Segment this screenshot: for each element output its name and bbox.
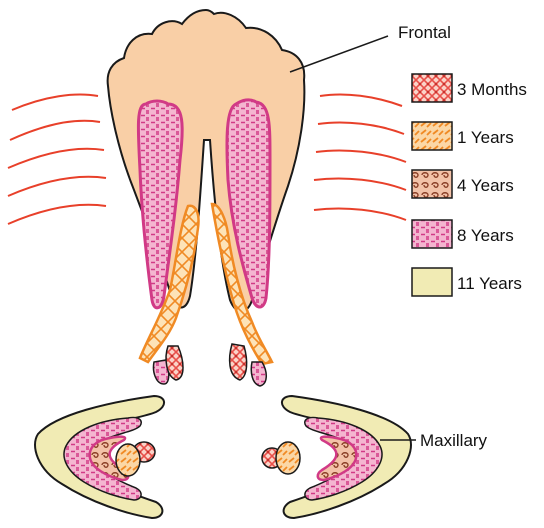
- right-arc-4: [314, 178, 406, 190]
- frontal-leader-line: [290, 36, 388, 72]
- left-arc-4: [8, 177, 106, 196]
- right-blob-outer: [251, 362, 266, 386]
- right-arc-2: [318, 122, 404, 134]
- right-arc-3: [316, 150, 406, 162]
- maxillary-left: [35, 396, 164, 518]
- legend-label-11-years: 11 Years: [457, 274, 522, 293]
- legend-swatch-1-years: [412, 122, 452, 150]
- legend-item-11-years: 11 Years: [412, 268, 522, 296]
- legend-item-8-years: 8 Years: [412, 220, 514, 248]
- maxillary-left-1y: [116, 444, 140, 476]
- left-arc-2: [10, 121, 100, 140]
- maxillary-right: [262, 396, 411, 518]
- legend-swatch-3-months: [412, 74, 452, 102]
- right-arc-1: [320, 94, 402, 106]
- legend-item-3-months: 3 Months: [412, 74, 527, 102]
- legend: 3 Months 1 Years 4 Years 8 Years 11 Year…: [412, 74, 527, 296]
- left-arc-1: [12, 95, 98, 110]
- legend-item-4-years: 4 Years: [412, 170, 514, 198]
- left-arc-3: [8, 149, 104, 168]
- legend-swatch-4-years: [412, 170, 452, 198]
- right-growth-arcs: [314, 94, 406, 220]
- right-blob-inner: [230, 344, 247, 380]
- frontal-label: Frontal: [398, 23, 451, 42]
- maxillary-right-1y: [276, 442, 300, 474]
- legend-label-3-months: 3 Months: [457, 80, 527, 99]
- frontal-sinus-outline: [108, 10, 305, 311]
- legend-label-4-years: 4 Years: [457, 176, 514, 195]
- legend-item-1-years: 1 Years: [412, 122, 514, 150]
- legend-swatch-8-years: [412, 220, 452, 248]
- left-arc-5: [8, 205, 106, 224]
- left-growth-arcs: [8, 95, 106, 224]
- legend-label-8-years: 8 Years: [457, 226, 514, 245]
- legend-swatch-11-years: [412, 268, 452, 296]
- sphenoid-small-blobs: [153, 344, 266, 386]
- right-arc-5: [314, 208, 406, 220]
- legend-label-1-years: 1 Years: [457, 128, 514, 147]
- maxillary-label: Maxillary: [420, 431, 488, 450]
